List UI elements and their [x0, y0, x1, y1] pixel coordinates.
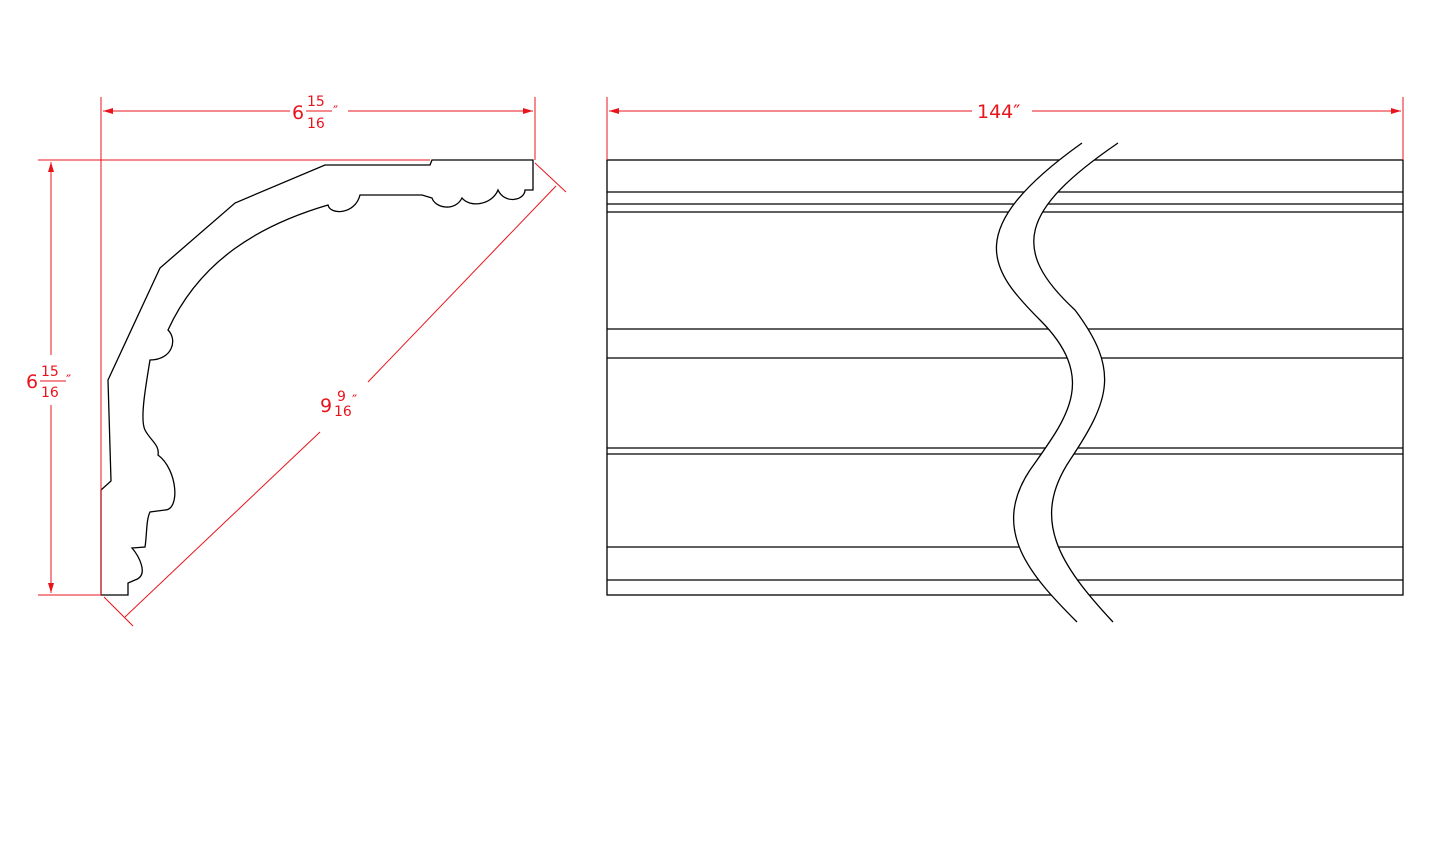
- height-unit: ″: [66, 373, 71, 389]
- height-denominator: 16: [41, 385, 59, 401]
- diagonal-dimension-line: [367, 185, 557, 383]
- diagonal-numerator: 9: [337, 389, 346, 405]
- diagonal-unit: ″: [352, 393, 357, 409]
- length-label: 144″: [977, 101, 1020, 123]
- width-denominator: 16: [307, 116, 325, 132]
- extension-line: [534, 162, 567, 193]
- profile-view: 6 15 16 ″ 6 15 16 ″ 9 9 16 ″: [26, 94, 567, 627]
- molding-elevation: [606, 159, 1404, 596]
- crown-molding-profile: [100, 159, 534, 596]
- height-numerator: 15: [41, 364, 59, 380]
- diagonal-dimension-line: [124, 431, 321, 618]
- width-unit: ″: [333, 104, 338, 120]
- break-line-right: [1033, 142, 1119, 623]
- diagonal-denominator: 16: [334, 404, 352, 420]
- break-gap: [996, 143, 1118, 622]
- molding-edge-lines: [607, 191, 1403, 581]
- width-numerator: 15: [307, 94, 325, 110]
- height-whole: 6: [26, 371, 38, 393]
- diagonal-whole: 9: [320, 395, 332, 417]
- width-whole: 6: [292, 102, 304, 124]
- length-view: 144″: [606, 97, 1404, 623]
- break-line-left: [995, 142, 1083, 623]
- extension-line: [103, 596, 134, 627]
